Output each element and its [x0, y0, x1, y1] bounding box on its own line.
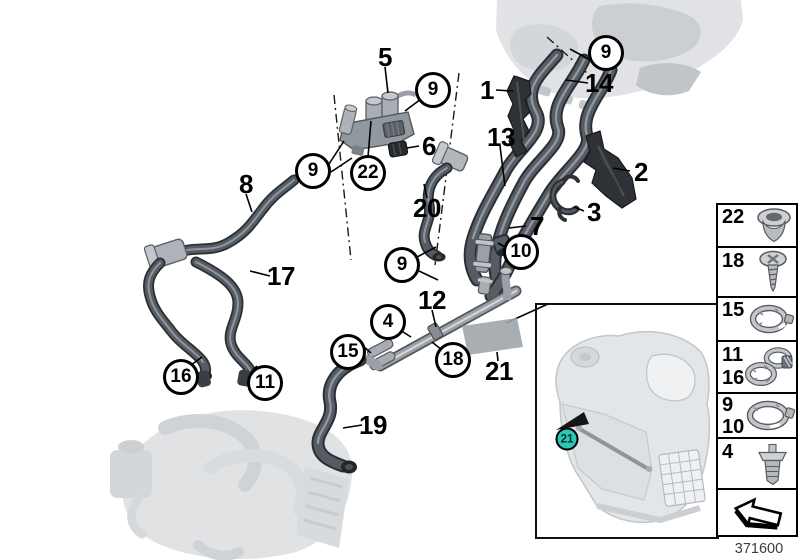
grommet-icon: [757, 207, 791, 242]
legend-label-16: 16: [722, 367, 745, 389]
callout-9-circle-mid[interactable]: 9: [384, 247, 420, 283]
valve-5-art: [338, 90, 418, 156]
callout-22-circle[interactable]: 22: [350, 155, 386, 191]
legend-row-arrow[interactable]: [718, 490, 796, 535]
engine-bottom-left-art: [110, 410, 353, 560]
installation-location-inset: [535, 303, 719, 539]
hose-8-art: [142, 174, 300, 381]
legend-label-4: 4: [722, 441, 734, 463]
callout-9-circle-valve[interactable]: 9: [415, 72, 451, 108]
callout-9-circle-left[interactable]: 9: [295, 153, 331, 189]
pipe-12-art: [352, 267, 522, 372]
callout-8-label[interactable]: 8: [239, 169, 253, 199]
hose-14-art: [463, 48, 564, 287]
callout-14-label[interactable]: 14: [585, 68, 613, 98]
legend-row-18[interactable]: 18: [718, 248, 796, 298]
callout-17-label[interactable]: 17: [267, 261, 295, 291]
legend-label-10: 10: [722, 416, 745, 438]
callout-1-label[interactable]: 1: [480, 75, 494, 105]
clamp-3-art: [549, 174, 580, 222]
callout-2-label[interactable]: 2: [634, 157, 648, 187]
legend-label-22: 22: [722, 206, 745, 228]
callout-20-label[interactable]: 20: [413, 193, 441, 223]
callout-10-circle[interactable]: 10: [503, 234, 539, 270]
callout-9-circle-top[interactable]: 9: [588, 35, 624, 71]
screw-rivet-icon: [759, 250, 787, 293]
legend-row-9-10[interactable]: 9 10: [718, 394, 796, 439]
callout-18-circle[interactable]: 18: [435, 342, 471, 378]
callout-4-circle[interactable]: 4: [370, 304, 406, 340]
fastener-legend-sidebar: 22 18 15: [716, 203, 798, 537]
legend-label-9: 9: [722, 394, 734, 416]
car-body-inset-art: [555, 330, 711, 524]
callout-6-label[interactable]: 6: [422, 131, 436, 161]
legend-label-18: 18: [722, 250, 745, 272]
hose-clamps-pair-icon: [745, 347, 793, 386]
legend-row-15[interactable]: 15: [718, 298, 796, 342]
hose-clamp-icon: [749, 304, 795, 334]
leader-lines: [190, 48, 631, 429]
hose-clamp-large-icon: [746, 400, 796, 430]
bracket-2-art: [583, 130, 637, 209]
install-position-arrow: [556, 412, 589, 430]
callout-21-label[interactable]: 21: [485, 356, 513, 386]
callout-15-circle[interactable]: 15: [330, 334, 366, 370]
callout-21-highlighted-badge[interactable]: 21: [555, 427, 579, 451]
foam-sheet-21-art: [462, 318, 523, 355]
hose-stub-16: [196, 370, 211, 388]
diagram-number: 371600: [734, 541, 784, 557]
callout-3-label[interactable]: 3: [587, 197, 601, 227]
callout-7-label[interactable]: 7: [530, 211, 544, 241]
callout-5-label[interactable]: 5: [378, 42, 392, 72]
hose-13-art: [488, 53, 591, 298]
metal-tube-13-end-art: [472, 233, 495, 274]
callout-16-circle[interactable]: 16: [163, 359, 199, 395]
clip-6-art: [387, 140, 409, 158]
callout-19-label[interactable]: 19: [359, 410, 387, 440]
expansion-rivet-icon: [758, 443, 787, 485]
callout-12-label[interactable]: 12: [418, 285, 446, 315]
legend-label-15: 15: [722, 299, 745, 321]
legend-row-11-16[interactable]: 11 16: [718, 342, 796, 394]
bracket-1-art: [506, 75, 532, 158]
callout-11-circle[interactable]: 11: [247, 365, 283, 401]
callout-13-label[interactable]: 13: [487, 122, 515, 152]
legend-row-22[interactable]: 22: [718, 205, 796, 248]
legend-label-11: 11: [722, 344, 744, 366]
direction-arrow-icon: [733, 496, 783, 530]
legend-row-4[interactable]: 4: [718, 439, 796, 490]
hose-20-art: [418, 141, 469, 262]
